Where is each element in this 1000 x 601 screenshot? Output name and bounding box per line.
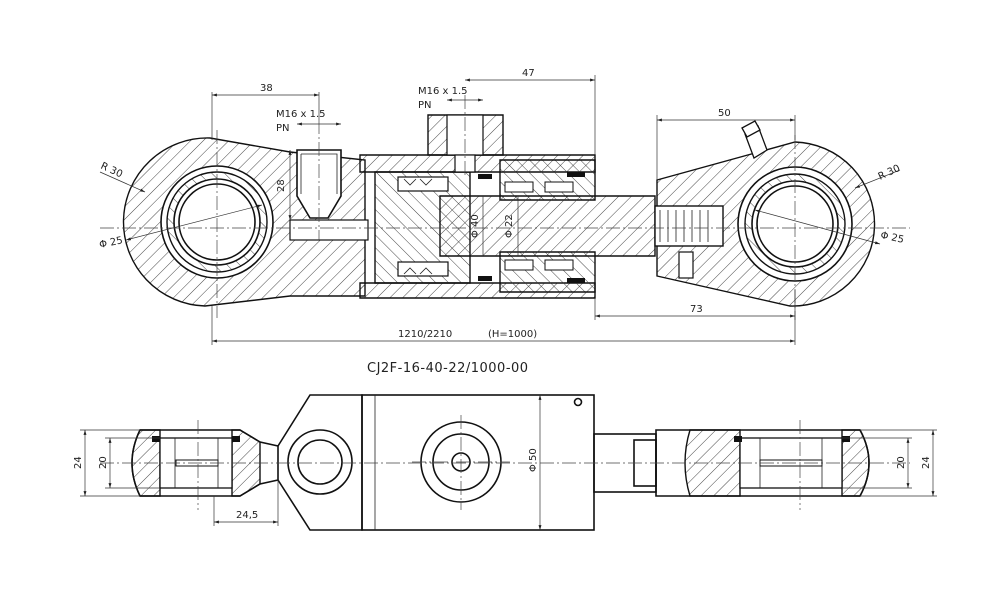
top-section-view: 38 M16 x 1.5 PN M16 x 1.5 PN 47 50 28 R … <box>98 68 910 345</box>
grease-nipple <box>741 120 768 159</box>
dim-73: 73 <box>690 304 703 315</box>
left-port-thread-label: M16 x 1.5 <box>276 109 326 120</box>
dim-50: 50 <box>718 108 731 119</box>
rod-diameter-label: Φ 22 <box>504 214 515 238</box>
overall-length-label: 1210/2210 <box>398 329 452 340</box>
dim-28: 28 <box>276 179 287 192</box>
dim-38: 38 <box>260 83 273 94</box>
model-code-title: CJ2F-16-40-22/1000-00 <box>367 361 529 376</box>
left-oil-passage <box>289 219 369 241</box>
radius-right: R 30 <box>877 163 902 183</box>
bottom-plan-view: Φ 50 24 20 24,5 20 <box>73 394 937 531</box>
piston-rod <box>439 195 656 257</box>
left-port-pn-label: PN <box>276 123 290 134</box>
gland <box>499 159 596 201</box>
left-port-plan-inner <box>297 439 343 485</box>
dim-20-right: 20 <box>896 456 907 469</box>
bore-right: Φ 25 <box>879 230 905 246</box>
piston-diameter-label: Φ 40 <box>470 214 481 238</box>
cylinder-base-plan <box>277 394 363 531</box>
tube-diameter-label: Φ 50 <box>528 448 539 472</box>
dim-47: 47 <box>522 68 535 79</box>
top-port-pn-label: PN <box>418 100 432 111</box>
dim-20-left: 20 <box>98 456 109 469</box>
top-port-thread-label: M16 x 1.5 <box>418 86 468 97</box>
bore-left: Φ 25 <box>98 235 124 251</box>
stroke-note-label: (H=1000) <box>488 329 537 340</box>
left-port-bore <box>296 149 342 219</box>
left-port-plan-outer <box>287 429 353 495</box>
piston-seal-bottom <box>397 261 449 277</box>
dim-24-right: 24 <box>921 456 932 469</box>
cylinder-tube-plan <box>361 394 595 531</box>
piston-seal-top <box>397 176 449 192</box>
dim-24-5: 24,5 <box>236 510 258 521</box>
rod-thread-end <box>654 205 724 247</box>
right-locking-slot <box>678 251 694 279</box>
dim-24-left: 24 <box>73 456 84 469</box>
